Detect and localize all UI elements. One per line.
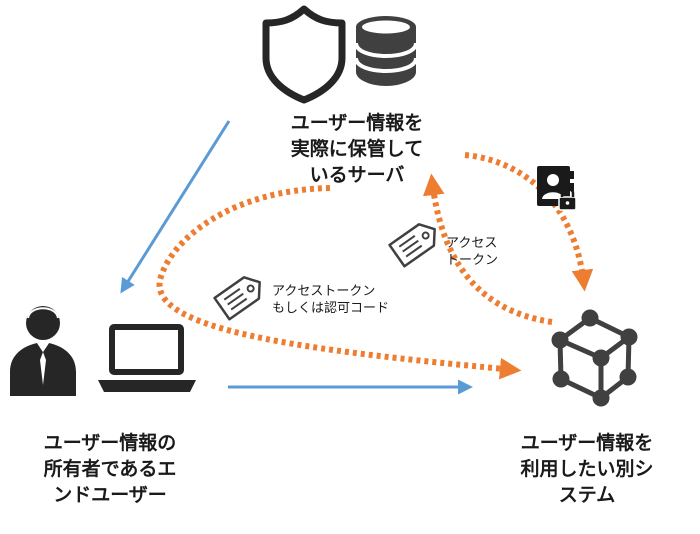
blue-arrow-server-to-user — [120, 120, 231, 294]
other-system-label: ユーザー情報を 利用したい別シ ステム — [520, 432, 654, 506]
end-user-label: ユーザー情報の 所有者であるエ ンドユーザー — [43, 432, 177, 506]
contact-lock-icon — [537, 166, 577, 211]
user-icon — [10, 306, 76, 396]
orange-arrow-system-to-server — [422, 173, 553, 325]
access-token-or-code-label: アクセストークン もしくは認可コード — [272, 284, 390, 316]
orange-arrow-big-loop — [156, 185, 522, 380]
access-token-label: アクセス トークン — [446, 236, 499, 268]
shield-icon — [262, 5, 346, 104]
database-icon — [354, 16, 418, 86]
tag-icon — [388, 223, 436, 268]
server-label: ユーザー情報を 実際に保管して いるサーバ — [290, 112, 424, 186]
network-cube-icon — [551, 309, 638, 407]
tag-icon — [213, 276, 261, 321]
laptop-icon — [98, 324, 196, 392]
orange-arrow-server-to-system — [464, 152, 594, 292]
